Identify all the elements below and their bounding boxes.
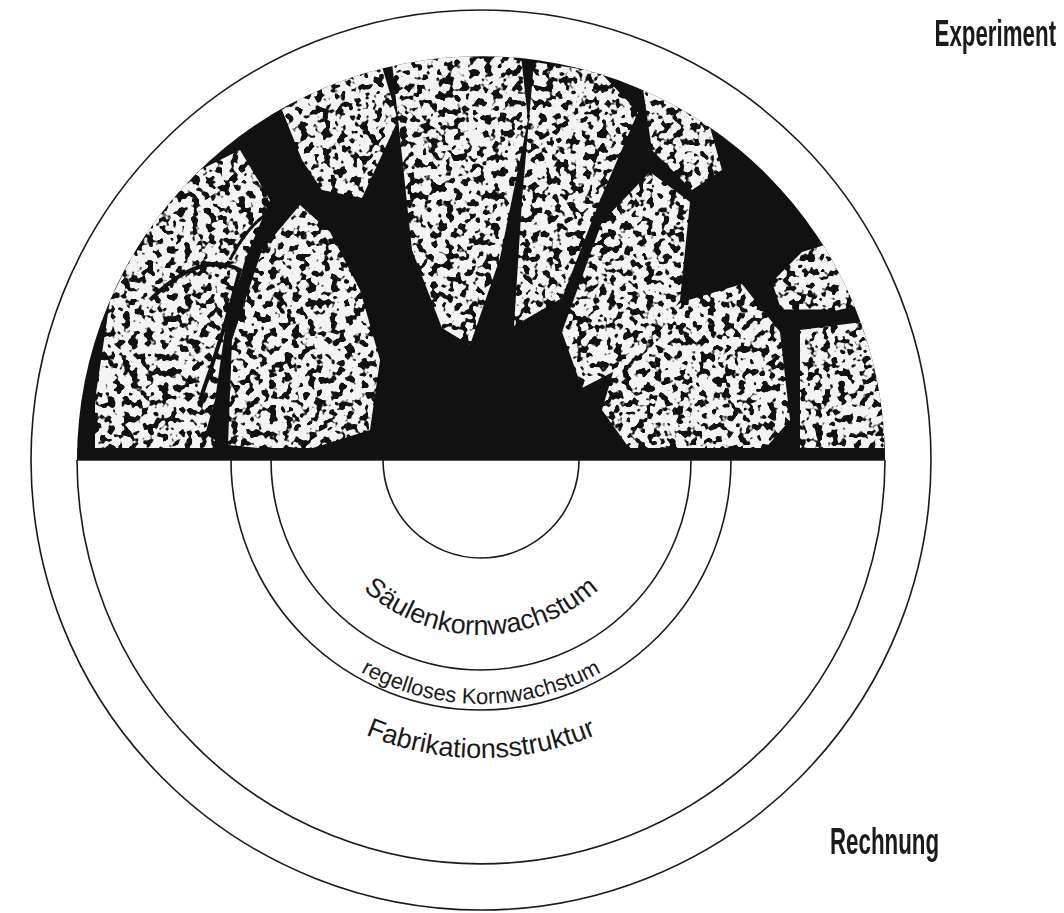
experiment-label: Experiment xyxy=(934,14,1056,54)
zone-arc xyxy=(383,460,579,558)
zone-arc xyxy=(271,460,691,670)
micrograph xyxy=(70,46,890,480)
divider-line xyxy=(77,459,885,461)
zone-label: regelloses Kornwachstum xyxy=(358,654,604,709)
zone-arc xyxy=(231,460,731,710)
zone-label: Säulenkornwachstum xyxy=(359,571,602,641)
zone-arc xyxy=(77,460,885,864)
pellet-outline xyxy=(31,10,931,910)
calculation-label: Rechnung xyxy=(830,822,939,862)
zone-label: Fabrikationsstruktur xyxy=(363,712,599,764)
